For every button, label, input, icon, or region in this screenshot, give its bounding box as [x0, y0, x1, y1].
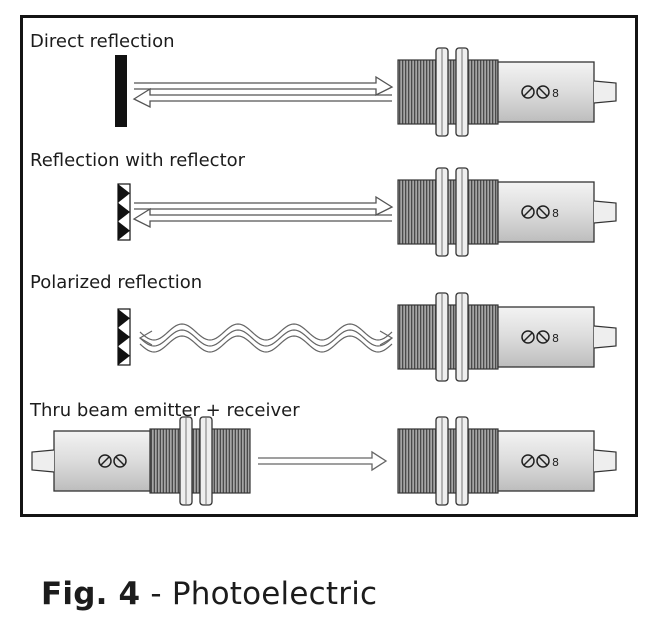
receiver-sensor: [397, 47, 617, 137]
beam-single-arrow: [258, 450, 388, 472]
sensor-marking: 8: [552, 87, 559, 100]
panel-1: Direct reflection 8: [30, 31, 617, 137]
cable-stub: [31, 449, 55, 473]
figure-number: Fig. 4: [41, 576, 141, 612]
beam-double-arrow: [132, 75, 394, 109]
reflector: [117, 183, 131, 241]
panel-2: Reflection with reflector 8: [30, 150, 617, 257]
caption-separator: -: [150, 576, 162, 612]
beam-double-arrow: [132, 195, 394, 229]
panel-3: Polarized reflection 8: [30, 272, 617, 382]
panel-label: Reflection with reflector: [30, 150, 246, 171]
receiver-sensor: [397, 416, 617, 506]
cable-stub: [593, 200, 617, 224]
sensor-marking: 8: [552, 207, 559, 220]
panel-4: Thru beam emitter + receiver 8: [29, 400, 617, 506]
sensor-marking: 8: [552, 332, 559, 345]
receiver-sensor: [397, 167, 617, 257]
cable-stub: [593, 325, 617, 349]
sensor-marking: 8: [552, 456, 559, 469]
beam-polarized-wave: [138, 323, 394, 353]
figure-caption: Fig. 4 - Photoelectric: [41, 576, 377, 612]
emitter-sensor: [31, 416, 251, 506]
panel-label: Direct reflection: [30, 31, 174, 52]
reflector: [117, 308, 131, 366]
cable-stub: [593, 449, 617, 473]
receiver-sensor: [397, 292, 617, 382]
caption-title: Photoelectric: [171, 576, 378, 612]
panel-label: Thru beam emitter + receiver: [29, 400, 300, 421]
reflective-target: [115, 55, 127, 127]
panel-label: Polarized reflection: [30, 272, 202, 293]
cable-stub: [593, 80, 617, 104]
